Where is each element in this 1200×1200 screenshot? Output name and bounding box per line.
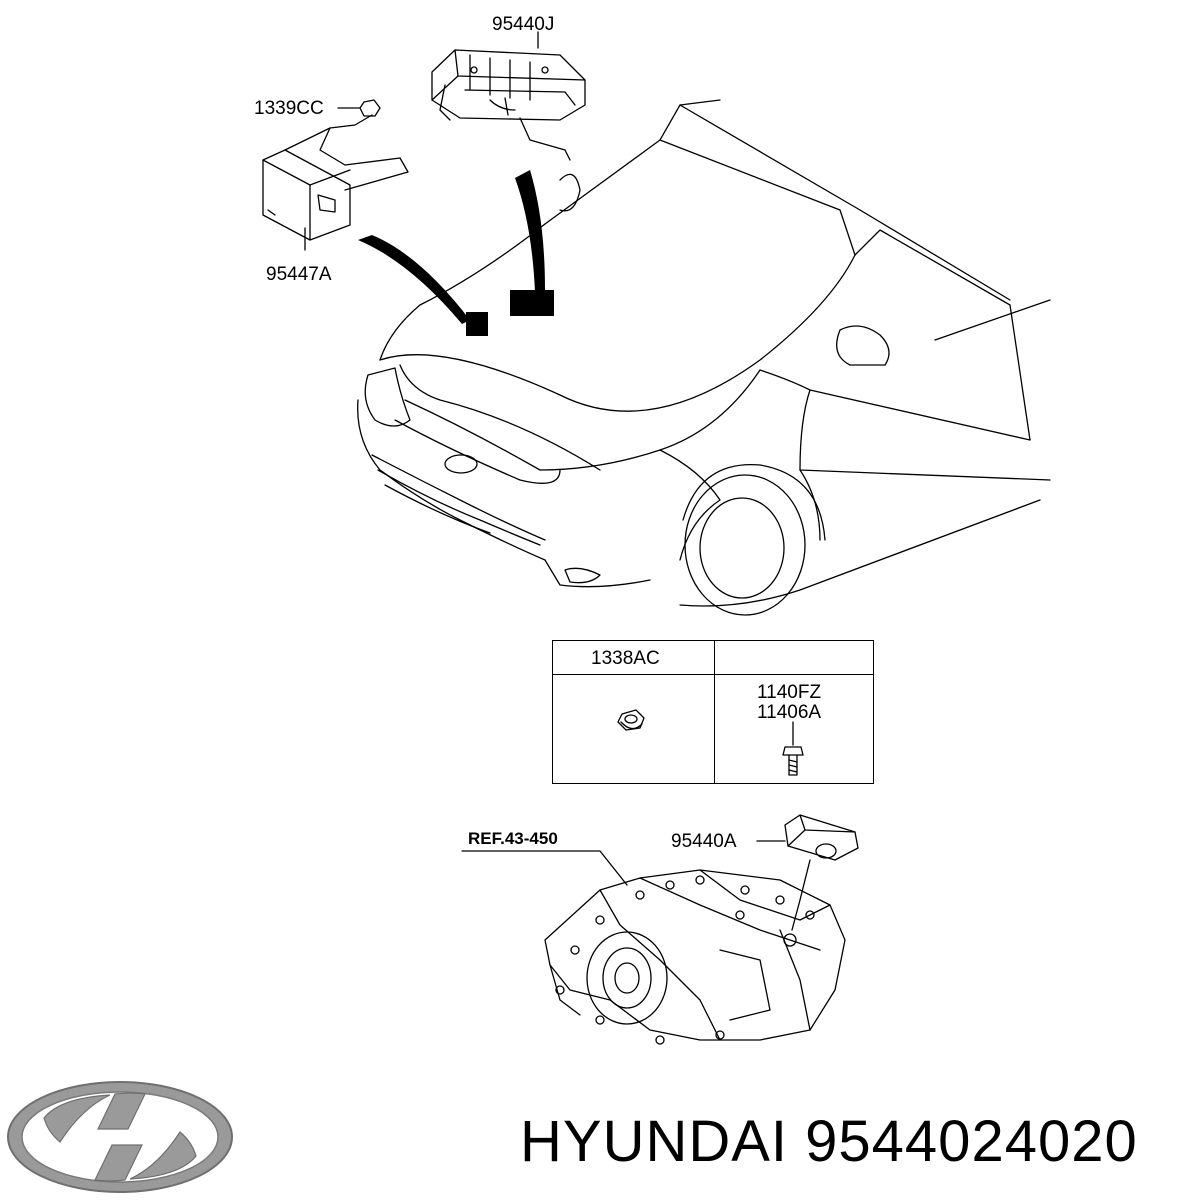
transaxle-drawing <box>461 814 859 1045</box>
fastener-table-header <box>553 641 873 675</box>
hyundai-logo <box>7 1081 233 1193</box>
fastener-header-1338ac: 1338AC <box>591 648 660 669</box>
fastener-table-divider <box>714 641 715 783</box>
bolt-1140fz-icon <box>782 721 804 776</box>
location-arrows <box>358 170 554 336</box>
callout-95440a: 95440A <box>671 831 737 852</box>
brand-part-number-caption: HYUNDAI 9544024020 <box>520 1113 1138 1171</box>
fastener-part-11406a: 11406A <box>757 702 822 723</box>
part-number: 9544024020 <box>805 1109 1138 1174</box>
fastener-part-1140fz: 1140FZ <box>757 682 822 703</box>
module-95440j-drawing <box>431 31 586 161</box>
callout-ref-43-450: REF.43-450 <box>468 829 558 848</box>
module-95447a-drawing <box>262 99 409 251</box>
callout-1339cc: 1339CC <box>254 98 324 119</box>
callout-95447a: 95447A <box>266 264 332 285</box>
fastener-table: 1338AC 1140FZ 11406A <box>552 640 874 784</box>
callout-95440j: 95440J <box>492 14 555 35</box>
brand-name: HYUNDAI <box>520 1109 789 1174</box>
nut-1338ac-icon <box>617 709 645 731</box>
vehicle-front-drawing <box>357 99 1051 616</box>
